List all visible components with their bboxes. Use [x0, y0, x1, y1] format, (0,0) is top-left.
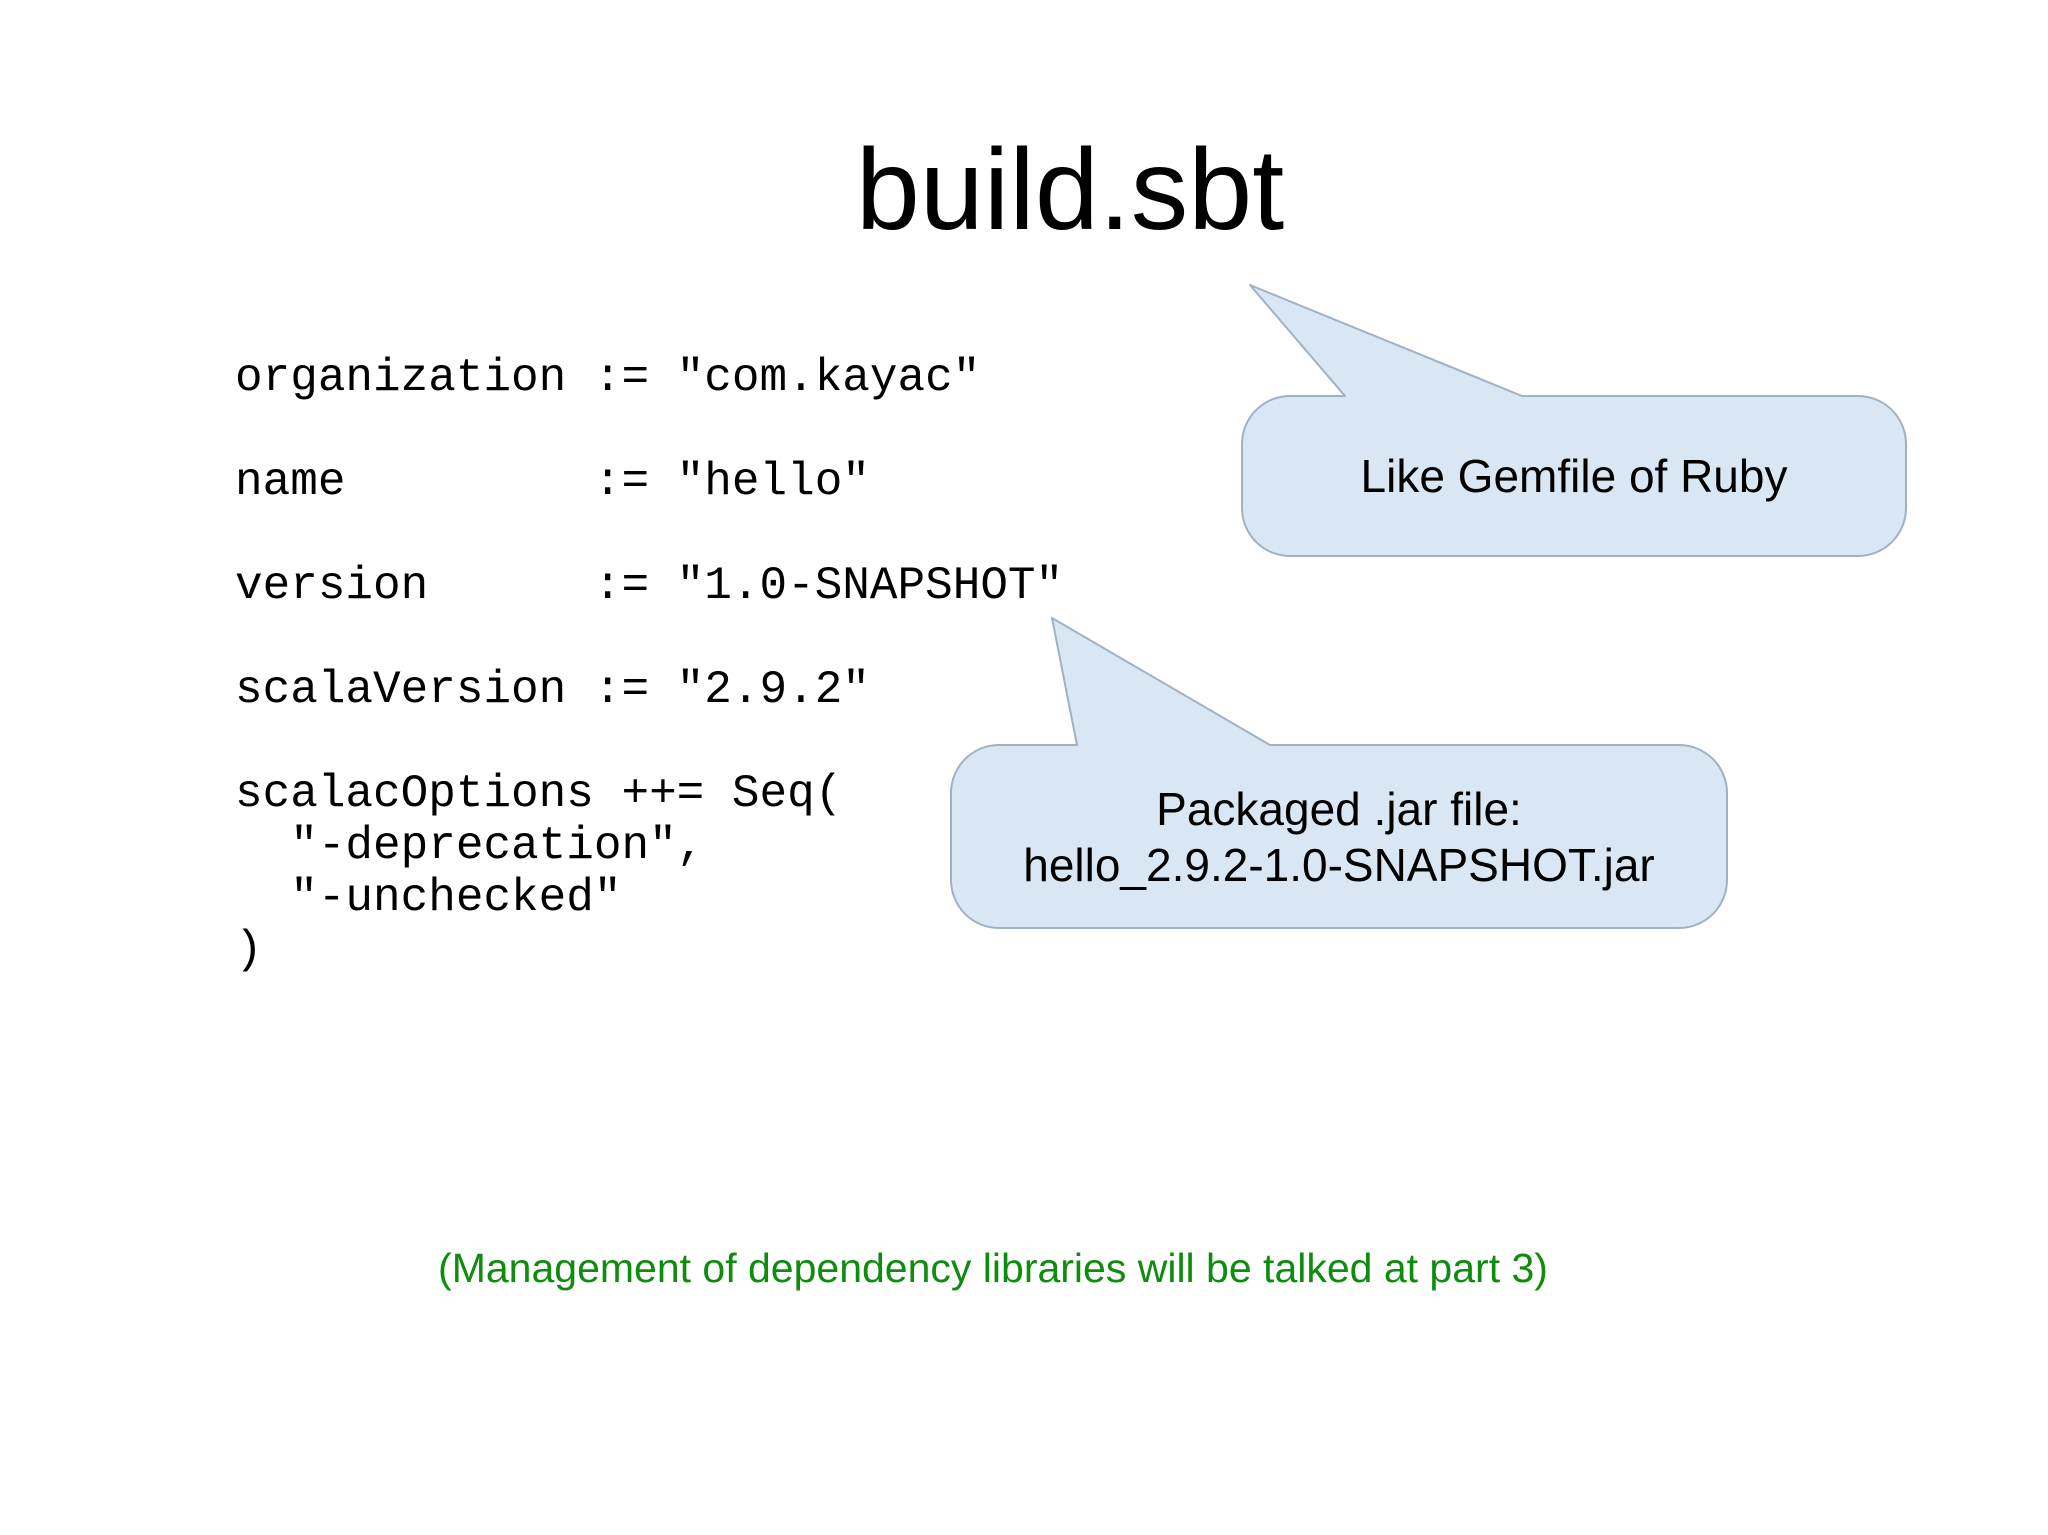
callout-gemfile-label: Like Gemfile of Ruby — [1360, 450, 1788, 502]
callout-jar-bubble — [950, 617, 1728, 929]
speech-bubble-shape — [1241, 284, 1907, 557]
callout-gemfile-bubble — [1241, 284, 1907, 557]
callout-jar: Packaged .jar file: hello_2.9.2-1.0-SNAP… — [951, 745, 1727, 928]
slide-title: build.sbt — [855, 126, 1285, 254]
speech-bubble-shape — [950, 617, 1728, 929]
build-sbt-code: organization := "com.kayac" name := "hel… — [235, 352, 1064, 976]
callout-jar-line2: hello_2.9.2-1.0-SNAPSHOT.jar — [1023, 838, 1655, 891]
callout-gemfile: Like Gemfile of Ruby — [1242, 396, 1906, 556]
dependency-note: (Management of dependency libraries will… — [438, 1245, 1548, 1291]
callout-jar-line1: Packaged .jar file: — [1156, 782, 1522, 835]
